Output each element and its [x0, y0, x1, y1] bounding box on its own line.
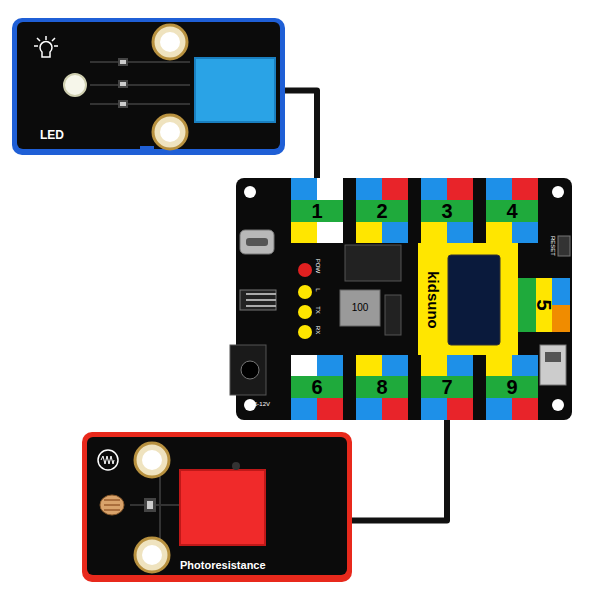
board-marking: POW [315, 259, 321, 273]
board-marking: TX [315, 306, 321, 314]
port: 9 [486, 355, 538, 420]
port-number: 4 [506, 201, 517, 221]
port-number: 2 [376, 201, 387, 221]
cable [285, 91, 317, 178]
port: 2 [356, 178, 408, 243]
port: 6 [291, 355, 343, 420]
port: 1 [291, 178, 343, 243]
controller-board: kidsuno 1 2 3 4 5 6 8 7 9 [236, 178, 572, 420]
cable [352, 420, 447, 521]
photoresistor-module [82, 432, 352, 582]
port-number: 3 [441, 201, 452, 221]
port: 7 [421, 355, 473, 420]
controller-board [230, 178, 572, 420]
port-number: 6 [311, 377, 322, 397]
module-name: Photoresistance [180, 560, 266, 571]
port: 4 [486, 178, 538, 243]
board-marking: RX [315, 326, 321, 334]
inductor-value: 100 [352, 303, 369, 313]
port: 5 [518, 278, 570, 332]
module-name: kidsuno [426, 271, 441, 329]
port-number: 5 [534, 299, 554, 310]
board-marking: 6-12V [254, 401, 270, 407]
module-name: LED [40, 129, 64, 141]
board-marking: RESET [550, 236, 556, 256]
port: 8 [356, 355, 408, 420]
photoresistor-module: Photoresistance [82, 432, 352, 582]
port: 3 [421, 178, 473, 243]
port-number: 9 [506, 377, 517, 397]
led-module: LED [12, 18, 285, 155]
port-number: 7 [441, 377, 452, 397]
board-marking: L [315, 288, 321, 291]
led-module [12, 18, 285, 155]
port-number: 8 [376, 377, 387, 397]
port-number: 1 [311, 201, 322, 221]
